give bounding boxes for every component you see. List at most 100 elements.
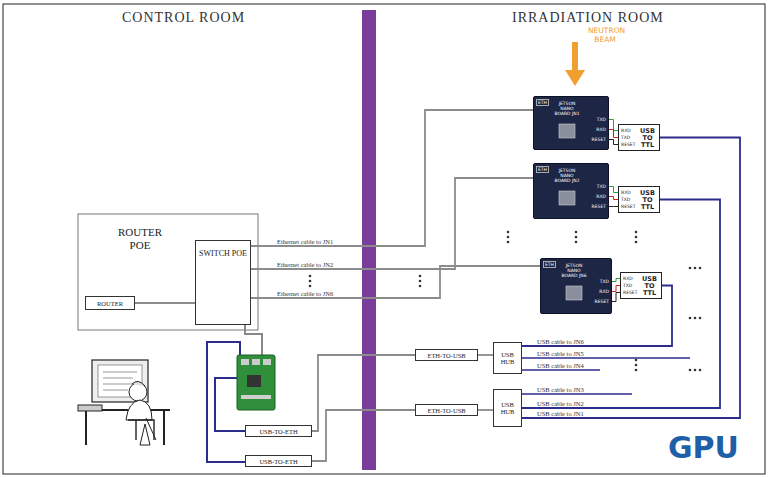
- illustration-part: [78, 214, 258, 330]
- pin-name: TXD: [597, 184, 606, 189]
- ellipsis-dot: [694, 267, 697, 270]
- device-label: ROUTER: [97, 300, 123, 307]
- board-name: JETSON NANO BOARD JN1: [552, 101, 582, 116]
- pin-name: RXD: [623, 276, 633, 281]
- illustration-part: [572, 42, 578, 72]
- device-label: ETH-TO-USB: [427, 352, 465, 359]
- chip-body: [559, 191, 575, 205]
- ellipsis-dot: [309, 280, 312, 283]
- ellipsis-dot: [575, 231, 578, 234]
- cable: [251, 266, 540, 298]
- illustration-part: [237, 355, 275, 410]
- ellipsis-dot: [507, 241, 510, 244]
- ellipsis-dot: [635, 236, 638, 239]
- chip-symbol: [565, 285, 583, 301]
- ellipsis-dot: [419, 280, 422, 283]
- ellipsis-dot: [689, 369, 692, 372]
- port-name: ETH: [536, 166, 549, 173]
- cable: [609, 206, 618, 207]
- cable-label: USB cable to JN4: [536, 362, 585, 369]
- cable-label: USB cable to JN3: [536, 386, 585, 393]
- illustration-part: [565, 70, 585, 86]
- pin-name: RXD: [599, 289, 609, 294]
- chip-symbol: [558, 123, 576, 139]
- ellipsis-dot: [635, 364, 638, 367]
- pin-name: RESET: [623, 290, 637, 295]
- ellipsis-dot: [699, 267, 702, 270]
- pin-name: TXD: [597, 117, 606, 122]
- pin-name: RXD: [621, 190, 631, 195]
- illustration-part: [520, 357, 690, 359]
- cable: [522, 200, 720, 409]
- cable: [478, 354, 493, 356]
- cable: [609, 120, 618, 131]
- cable: [135, 302, 195, 304]
- jetson-board: ETHJETSON NANO BOARD JN2TXD RXD RESET: [533, 163, 609, 219]
- ellipsis-dot: [309, 275, 312, 278]
- pin-name: TXD: [600, 279, 609, 284]
- pin-name: RESET: [592, 137, 606, 142]
- cable: [312, 355, 415, 431]
- device-label: USB HUB: [496, 351, 519, 365]
- device-box: USB HUB: [493, 389, 522, 427]
- device-label: USB HUB: [496, 401, 519, 415]
- cable-label: USB cable to JN1: [536, 410, 585, 417]
- usb-ttl-adapter: RXDTXDRESETUSB TO TTL: [618, 186, 660, 213]
- adapter-name: USB TO TTL: [640, 276, 659, 297]
- ellipsis-dot: [689, 267, 692, 270]
- usb-ttl-adapter: RXDTXDRESETUSB TO TTL: [620, 272, 662, 299]
- cable: [612, 293, 620, 302]
- chip-body: [566, 286, 582, 300]
- cable-label: USB cable to JN2: [536, 400, 585, 407]
- illustration-part: [263, 359, 271, 365]
- device-title: ROUTER POE: [110, 226, 170, 252]
- illustration-part: [520, 369, 600, 371]
- pin-name: RESET: [595, 299, 609, 304]
- illustration-part: [140, 418, 156, 445]
- illustration-part: [247, 375, 261, 387]
- pin-name: RXD: [596, 127, 606, 132]
- board-name: JETSON NANO BOARD JN2: [552, 168, 582, 183]
- ellipsis-dot: [575, 241, 578, 244]
- device-box: ETH-TO-USB: [415, 404, 478, 416]
- illustration-part: [245, 325, 262, 355]
- illustration-part: [3, 4, 765, 474]
- ellipsis-dot: [507, 236, 510, 239]
- ellipsis-dot: [635, 359, 638, 362]
- pin-name: RXD: [596, 194, 606, 199]
- illustration-part: [132, 381, 145, 386]
- cable: [612, 279, 620, 282]
- ellipsis-dot: [419, 285, 422, 288]
- port-name: ETH: [536, 99, 549, 106]
- illustration-part: [362, 10, 376, 470]
- port-name: ETH: [543, 261, 556, 268]
- device-box: SWITCH POE: [195, 240, 251, 325]
- cable-label: Ethernet cable to JN6: [276, 290, 334, 297]
- device-box: USB HUB: [493, 342, 522, 374]
- cable: [609, 130, 618, 138]
- cable-label: Ethernet cable to JN1: [276, 238, 334, 245]
- illustration-part: [78, 405, 102, 411]
- illustration-part: [241, 359, 249, 365]
- device-label: SWITCH POE: [199, 249, 247, 258]
- pin-name: RESET: [592, 204, 606, 209]
- cable-label: USB cable to JN6: [536, 338, 585, 345]
- watermark: GPU: [668, 430, 739, 465]
- illustration-part: [126, 400, 152, 420]
- board-name: JETSON NANO BOARD JN6: [559, 263, 589, 278]
- ellipsis-dot: [309, 285, 312, 288]
- cable-label: Ethernet cable to JN2: [276, 261, 334, 268]
- device-label: USB-TO-ETH: [259, 458, 297, 465]
- ellipsis-dot: [694, 369, 697, 372]
- device-box: USB-TO-ETH: [245, 425, 312, 437]
- ellipsis-dot: [689, 317, 692, 320]
- ellipsis-dot: [699, 317, 702, 320]
- room-title: IRRADIATION ROOM: [512, 10, 664, 26]
- adapter-name: USB TO TTL: [638, 190, 657, 211]
- ellipsis-dot: [419, 275, 422, 278]
- pin-name: RESET: [621, 142, 635, 147]
- jetson-board: ETHJETSON NANO BOARD JN6TXD RXD RESET: [540, 258, 612, 314]
- cable: [609, 197, 618, 200]
